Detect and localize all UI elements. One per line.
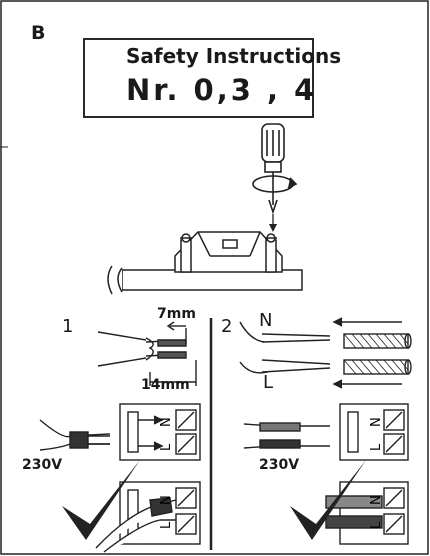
cable-strip-diagram (97, 321, 197, 386)
terminal-label: N (369, 495, 384, 505)
safety-title: Safety Instructions (126, 44, 342, 68)
terminal-block-1b (95, 481, 201, 553)
strip-length-short: 7mm (157, 306, 196, 322)
junction-box (107, 231, 303, 295)
rotation-arrow-icon (252, 175, 298, 193)
safety-instructions-box (83, 38, 314, 118)
wire-label-neutral: N (259, 310, 273, 331)
step-number-2: 2 (221, 316, 233, 337)
panel-letter: B (31, 22, 46, 44)
voltage-label-1: 230V (22, 457, 63, 473)
wire-diagram (239, 317, 412, 389)
screwdriver-icon (261, 123, 285, 215)
terminal-block-2b (325, 481, 409, 545)
strip-length-long: 14mm (141, 377, 190, 393)
checkmark-icon (62, 460, 140, 540)
checkmark-icon (290, 460, 366, 540)
voltage-label-2: 230V (259, 457, 300, 473)
terminal-label: N (369, 417, 384, 427)
terminal-block-1a (39, 403, 201, 461)
terminal-label: L (369, 521, 384, 529)
step-number-1: 1 (62, 316, 74, 337)
terminal-label: N (159, 495, 174, 505)
terminal-label: N (159, 417, 174, 427)
terminal-label: L (159, 443, 174, 451)
terminal-block-2a (243, 403, 409, 461)
safety-numbers: Nr. 0,3 , 4 (126, 73, 318, 107)
wire-label-live: L (263, 372, 274, 393)
terminal-label: L (369, 443, 384, 451)
terminal-label: L (159, 521, 174, 529)
